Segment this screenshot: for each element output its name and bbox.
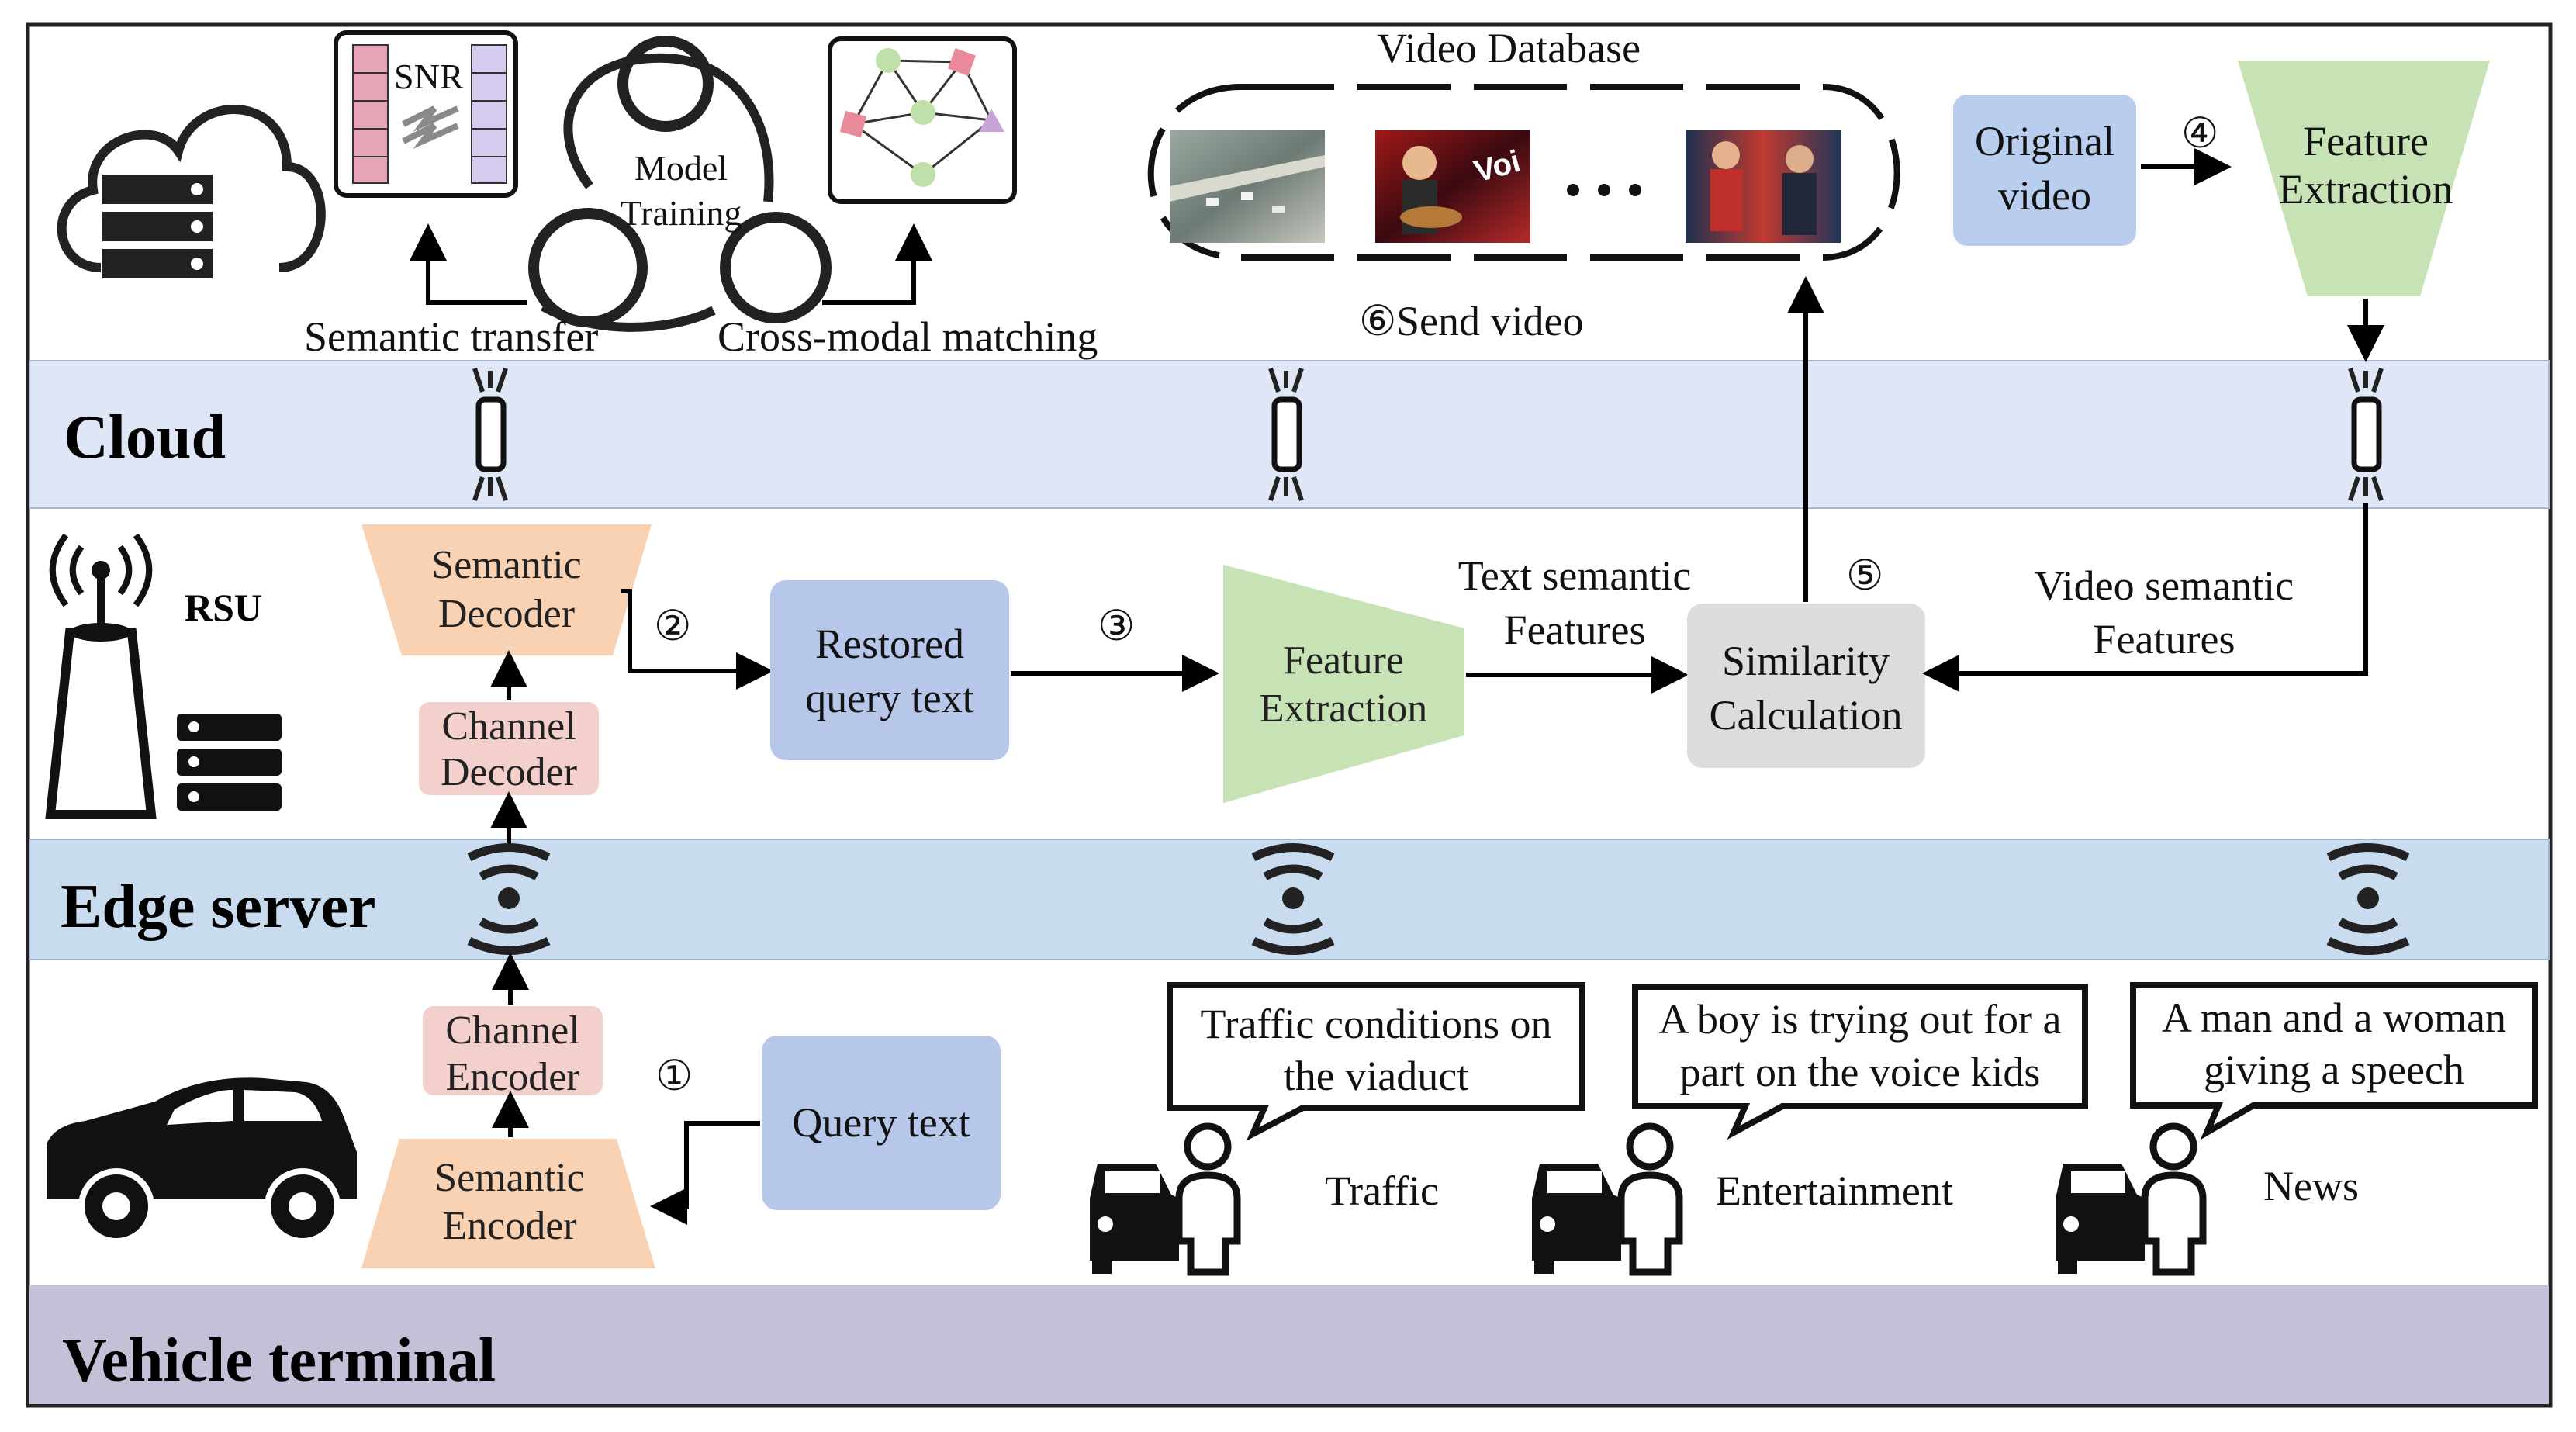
fiber-connector-icon bbox=[1268, 368, 1304, 501]
model-training-icon bbox=[528, 36, 832, 332]
rsu-tower-icon bbox=[45, 533, 157, 819]
similarity-label-2: Calculation bbox=[1710, 692, 1903, 738]
cross-modal-arrow bbox=[822, 223, 932, 305]
bubble-entertainment-line-2: part on the voice kids bbox=[1680, 1049, 2041, 1095]
category-traffic: Traffic bbox=[1325, 1167, 1439, 1214]
channel-decoder-box bbox=[419, 702, 599, 795]
ellipsis-dots bbox=[1567, 184, 1641, 196]
text-semantic-label-1: Text semantic bbox=[1458, 552, 1692, 599]
cloud-feature-extraction-label-2: Extraction bbox=[2279, 166, 2453, 213]
semantic-encoder-label-2: Encoder bbox=[442, 1204, 576, 1248]
speech-bubble bbox=[1632, 984, 2088, 1140]
video-database-label: Video Database bbox=[1377, 25, 1641, 71]
channel-decoder-label-1: Channel bbox=[441, 704, 576, 749]
semantic-decoder-label-1: Semantic bbox=[431, 543, 582, 587]
video-features-arrow bbox=[1922, 503, 2368, 692]
semantic-transfer-arrow bbox=[410, 223, 527, 305]
video-database-bracket-right bbox=[1822, 84, 1900, 261]
cloud-server-icon bbox=[57, 105, 326, 278]
car-icon bbox=[47, 1077, 357, 1244]
semantic-decoder-shape bbox=[361, 524, 652, 655]
query-text-label: Query text bbox=[792, 1099, 970, 1146]
step-2-marker: ② bbox=[654, 603, 691, 649]
original-video-label-1: Original bbox=[1975, 118, 2114, 164]
edge-layer-label: Edge server bbox=[61, 873, 376, 941]
semantic-encoder-label-1: Semantic bbox=[434, 1156, 585, 1200]
model-training-label-2: Training bbox=[621, 193, 742, 233]
vehicle-band bbox=[29, 1285, 2549, 1404]
car-user-icon bbox=[1532, 1122, 1683, 1276]
speech-bubble bbox=[1167, 982, 1585, 1141]
rsu-label: RSU bbox=[185, 586, 262, 629]
car-user-icon bbox=[2056, 1122, 2207, 1276]
vehicle-layer-label: Vehicle terminal bbox=[62, 1327, 496, 1395]
wireless-signal-icon bbox=[1251, 843, 1335, 955]
original-video-label-2: video bbox=[1998, 172, 2091, 219]
step-6-marker: ⑥ bbox=[1359, 298, 1396, 344]
category-entertainment: Entertainment bbox=[1716, 1167, 1953, 1214]
edge-feature-extraction-shape bbox=[1223, 565, 1464, 803]
bubble-news-line-2: giving a speech bbox=[2204, 1046, 2464, 1093]
channel-encoder-label-1: Channel bbox=[445, 1008, 579, 1053]
step-4-marker: ④ bbox=[2181, 110, 2218, 157]
step-1-marker: ① bbox=[655, 1053, 693, 1099]
video-semantic-label-2: Features bbox=[2094, 616, 2235, 662]
similarity-label-1: Similarity bbox=[1722, 638, 1890, 684]
edge-feature-extraction-label-2: Extraction bbox=[1260, 687, 1428, 731]
model-training-label-1: Model bbox=[634, 148, 728, 188]
car-user-icon bbox=[1090, 1122, 1241, 1276]
semantic-encoder-shape bbox=[361, 1139, 655, 1268]
cloud-layer-label: Cloud bbox=[64, 403, 226, 472]
bubble-traffic-line-2: the viaduct bbox=[1284, 1053, 1468, 1099]
wireless-signal-icon bbox=[2326, 843, 2410, 955]
wireless-signal-icon bbox=[467, 843, 551, 955]
bubble-news-line-1: A man and a woman bbox=[2162, 994, 2506, 1041]
edge-feature-extraction-label-1: Feature bbox=[1283, 638, 1404, 683]
restored-query-label-2: query text bbox=[805, 675, 973, 721]
text-semantic-label-2: Features bbox=[1504, 607, 1646, 653]
semantic-transfer-label: Semantic transfer bbox=[304, 313, 598, 360]
category-news: News bbox=[2263, 1163, 2359, 1209]
fiber-connector-icon bbox=[472, 368, 508, 501]
video-thumbnail-voice-kids: Voi bbox=[1375, 130, 1530, 243]
step-3-marker: ③ bbox=[1098, 603, 1135, 649]
cross-modal-label: Cross-modal matching bbox=[717, 313, 1098, 360]
video-database-bracket-left bbox=[1147, 84, 1242, 261]
step-5-marker: ⑤ bbox=[1846, 552, 1883, 599]
edge-server-rack-icon bbox=[177, 714, 282, 811]
video-thumbnail-traffic bbox=[1170, 130, 1325, 243]
snr-label: SNR bbox=[394, 57, 464, 96]
fiber-connector-icon bbox=[2348, 368, 2384, 501]
restored-query-box bbox=[770, 580, 1009, 760]
similarity-calculation-box bbox=[1687, 604, 1925, 768]
bubble-entertainment-line-1: A boy is trying out for a bbox=[1659, 996, 2062, 1043]
semantic-decoder-label-2: Decoder bbox=[438, 592, 575, 636]
cloud-feature-extraction-label-1: Feature bbox=[2303, 118, 2429, 164]
query-text-box bbox=[762, 1036, 1001, 1210]
speech-bubble bbox=[2130, 982, 2538, 1140]
video-semantic-label-1: Video semantic bbox=[2035, 562, 2294, 609]
cross-modal-graph-box bbox=[828, 36, 1017, 204]
decoder-to-restored-arrow bbox=[621, 589, 773, 690]
bubble-traffic-line-1: Traffic conditions on bbox=[1201, 1001, 1552, 1047]
channel-encoder-label-2: Encoder bbox=[445, 1055, 579, 1099]
query-to-encoder-arrow bbox=[650, 1121, 760, 1225]
cloud-feature-extraction-shape bbox=[2238, 61, 2490, 296]
restored-query-label-1: Restored bbox=[815, 621, 964, 667]
channel-decoder-label-2: Decoder bbox=[441, 750, 577, 794]
original-video-box bbox=[1953, 95, 2136, 246]
video-thumbnail-news bbox=[1686, 130, 1841, 243]
snr-box: SNR bbox=[334, 30, 518, 198]
send-video-label: Send video bbox=[1396, 298, 1583, 344]
channel-encoder-box bbox=[423, 1006, 603, 1095]
